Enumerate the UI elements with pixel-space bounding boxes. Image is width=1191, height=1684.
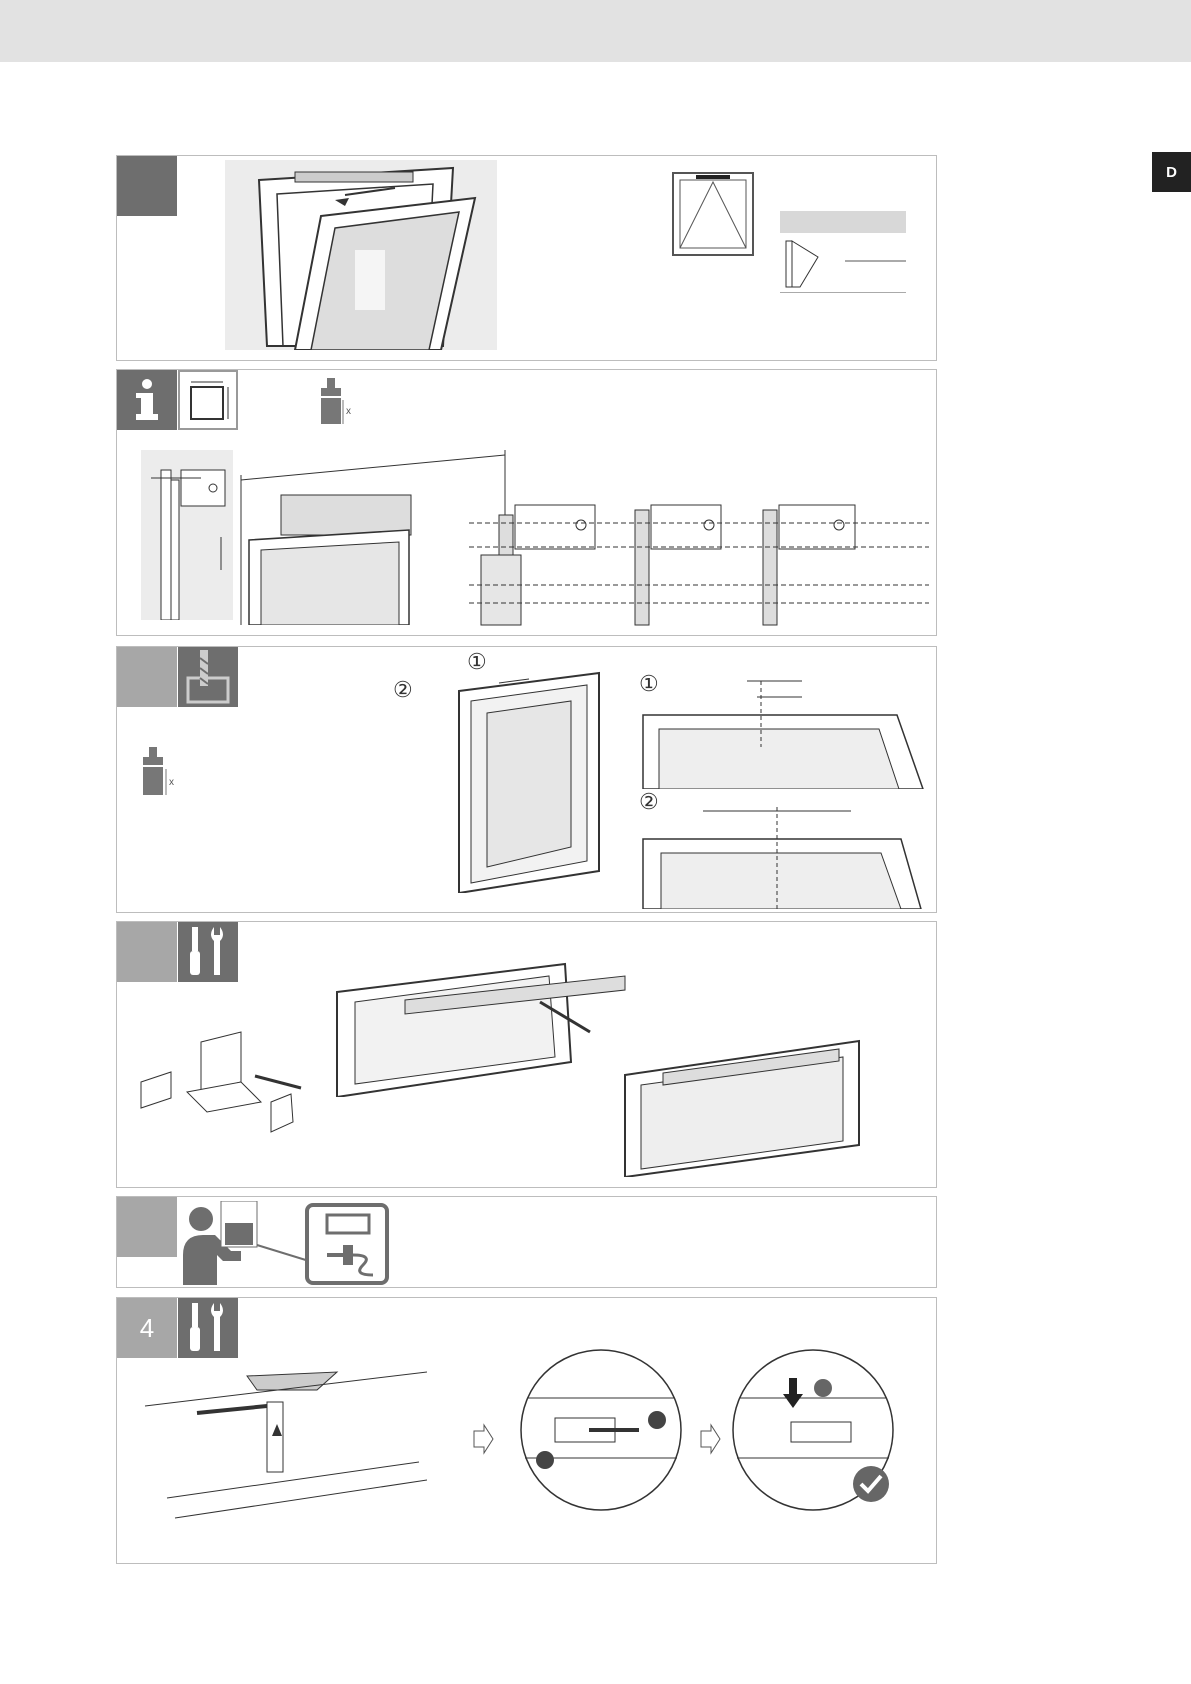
measure-square-icon	[185, 377, 231, 423]
arrow-right-icon	[472, 1423, 494, 1455]
language-tab[interactable]: D	[1152, 152, 1191, 192]
badge-1	[536, 1451, 554, 1469]
info-icon	[132, 378, 162, 422]
tools-icon-box	[178, 922, 238, 982]
drill-icon-box	[178, 647, 238, 707]
opening-table	[780, 211, 906, 293]
window-tilt-illustration	[225, 160, 497, 350]
callout-2: ②	[393, 677, 413, 703]
step-panel-1	[116, 155, 937, 361]
step-panel-4	[116, 921, 937, 1188]
chain-pin-drawing	[137, 1368, 427, 1548]
person-manual-power-illustration	[179, 1201, 405, 1285]
detail-drawing-1	[637, 677, 927, 789]
profile-sections-drawing	[469, 485, 934, 630]
step-number-box: 4	[117, 1298, 177, 1358]
window-front-icon	[672, 172, 754, 256]
x-label: x	[169, 777, 174, 788]
top-bar	[0, 0, 1191, 62]
drive-installed-drawing	[623, 1037, 863, 1177]
step-panel-5	[116, 1196, 937, 1288]
drive-mounting-drawing	[335, 962, 655, 1097]
step-panel-3: x ② ① ① ②	[116, 646, 937, 913]
bracket-parts-drawing	[131, 1022, 306, 1142]
profile-x-icon: x	[319, 378, 353, 426]
step-number-box	[117, 922, 177, 982]
measure-icon-box	[178, 370, 238, 430]
tools-icon	[184, 1301, 232, 1355]
sash-frame-drawing	[457, 671, 602, 893]
step-number-box	[117, 156, 177, 216]
step-number-box	[117, 1197, 177, 1257]
tools-icon	[184, 925, 232, 979]
detail-drawing-2	[621, 803, 931, 909]
detail-circle-2	[731, 1348, 895, 1512]
check-icon	[853, 1466, 889, 1502]
step-number-box	[117, 370, 177, 430]
badge-3	[814, 1379, 832, 1397]
profile-x-icon: x	[141, 747, 181, 797]
drill-icon	[182, 648, 234, 706]
detail-circle-1	[519, 1348, 683, 1512]
arrow-right-icon	[699, 1423, 721, 1455]
step-panel-6: 4	[116, 1297, 937, 1564]
step-number-box	[117, 647, 177, 707]
battery-plug-icon	[307, 1205, 387, 1283]
badge-2	[648, 1411, 666, 1429]
x-label: x	[346, 406, 351, 417]
person-icon	[189, 1207, 213, 1231]
tools-icon-box	[178, 1298, 238, 1358]
step-panel-2: x	[116, 369, 937, 636]
manual-icon	[225, 1223, 253, 1245]
